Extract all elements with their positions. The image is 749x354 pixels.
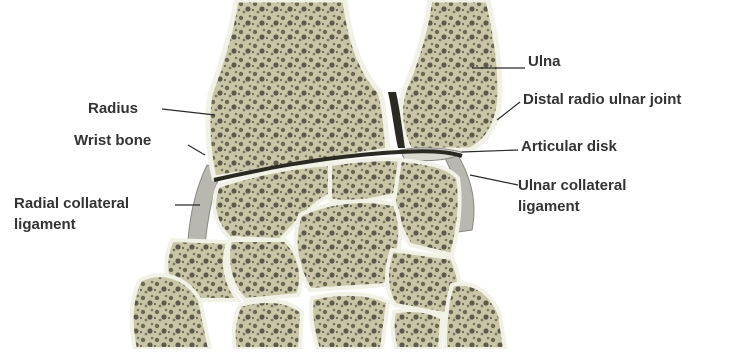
label-ulna: Ulna: [528, 54, 561, 70]
label-radial-collateral-ligament-line1: Radial collateral: [14, 196, 129, 212]
label-articular-disk: Articular disk: [521, 139, 617, 155]
triquetrum-bone: [394, 160, 459, 255]
label-radial-collateral-ligament-line2: ligament: [14, 217, 76, 233]
label-wrist-bone: Wrist bone: [74, 133, 151, 149]
label-radius: Radius: [88, 101, 138, 117]
ulnar-collateral-ligament-leader-line: [470, 175, 518, 185]
metacarpal-2: [234, 301, 302, 349]
label-distal-radio-ulnar-joint: Distal radio ulnar joint: [523, 92, 681, 108]
lunate-bone: [330, 159, 400, 202]
capitate-bone: [296, 201, 401, 290]
label-ulnar-collateral-ligament-line1: Ulnar collateral: [518, 178, 626, 194]
trapezoid-bone: [228, 240, 301, 300]
metacarpal-3: [311, 294, 388, 349]
wrist-bone-leader-line: [188, 145, 205, 155]
label-ulnar-collateral-ligament-line2: ligament: [518, 199, 580, 215]
ulna-bone: [401, 0, 500, 150]
radius-bone: [208, 0, 388, 178]
metacarpal-4: [393, 310, 442, 349]
metacarpal-5: [445, 284, 505, 349]
